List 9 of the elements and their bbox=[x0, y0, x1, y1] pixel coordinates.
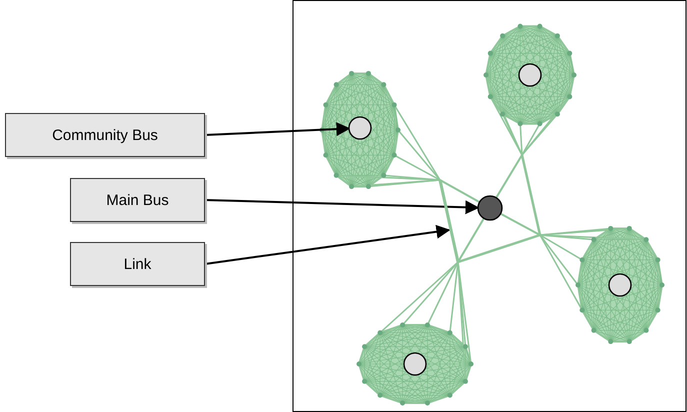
bus-node bbox=[348, 116, 372, 140]
label-box: Community Bus bbox=[5, 113, 205, 157]
label-box: Link bbox=[70, 242, 205, 286]
main-bus-node bbox=[477, 195, 503, 221]
leader-arrow bbox=[204, 224, 450, 265]
leader-arrow bbox=[204, 199, 480, 214]
label-box: Main Bus bbox=[70, 178, 205, 222]
link-line bbox=[438, 180, 460, 262]
leader-arrow bbox=[204, 122, 350, 136]
